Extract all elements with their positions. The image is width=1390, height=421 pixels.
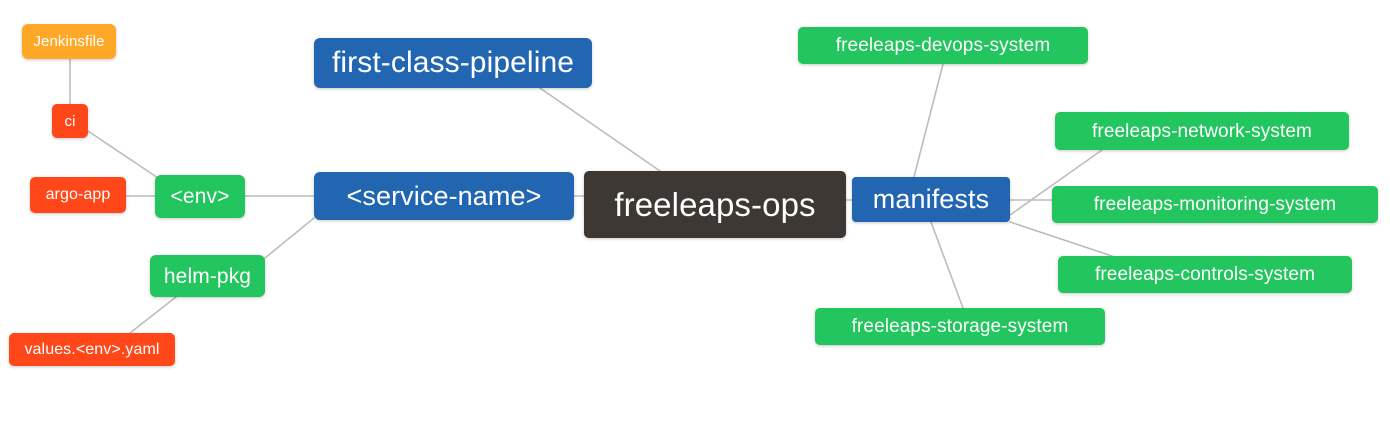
node-label-controls-system: freeleaps-controls-system <box>1094 264 1316 285</box>
edge-helm-pkg-to-values-yaml <box>129 296 177 334</box>
node-label-helm-pkg: helm-pkg <box>163 264 252 288</box>
node-label-env: <env> <box>170 185 230 208</box>
node-argo-app[interactable]: argo-app <box>30 177 126 213</box>
edge-manifests-to-devops-system <box>913 63 944 178</box>
node-label-freeleaps-ops: freeleaps-ops <box>614 186 816 223</box>
node-helm-pkg[interactable]: helm-pkg <box>150 255 265 297</box>
node-values-yaml[interactable]: values.<env>.yaml <box>9 333 175 366</box>
node-label-jenkinsfile: Jenkinsfile <box>33 33 105 50</box>
node-label-ci: ci <box>64 112 76 130</box>
node-label-values-yaml: values.<env>.yaml <box>24 340 160 358</box>
node-freeleaps-ops[interactable]: freeleaps-ops <box>584 171 846 238</box>
node-ci[interactable]: ci <box>52 104 88 138</box>
node-label-argo-app: argo-app <box>45 186 111 203</box>
node-devops-system[interactable]: freeleaps-devops-system <box>798 27 1088 64</box>
node-label-first-class-pipeline: first-class-pipeline <box>331 46 575 79</box>
node-first-class-pipeline[interactable]: first-class-pipeline <box>314 38 592 88</box>
node-monitoring-system[interactable]: freeleaps-monitoring-system <box>1052 186 1378 223</box>
node-label-storage-system: freeleaps-storage-system <box>851 316 1069 337</box>
node-storage-system[interactable]: freeleaps-storage-system <box>815 308 1105 345</box>
node-env[interactable]: <env> <box>155 175 245 218</box>
node-label-manifests: manifests <box>872 184 990 214</box>
edge-service-name-to-helm-pkg <box>264 217 315 259</box>
node-manifests[interactable]: manifests <box>852 177 1010 222</box>
edge-first-class-pipeline-to-freeleaps-ops <box>539 87 661 172</box>
node-label-service-name: <service-name> <box>346 180 542 211</box>
node-label-devops-system: freeleaps-devops-system <box>835 35 1051 56</box>
node-jenkinsfile[interactable]: Jenkinsfile <box>22 24 116 59</box>
edge-ci-to-env <box>87 130 159 179</box>
node-label-network-system: freeleaps-network-system <box>1092 120 1312 142</box>
node-label-monitoring-system: freeleaps-monitoring-system <box>1093 194 1337 215</box>
node-controls-system[interactable]: freeleaps-controls-system <box>1058 256 1352 293</box>
node-service-name[interactable]: <service-name> <box>314 172 574 220</box>
edge-manifests-to-storage-system <box>930 221 964 309</box>
edge-manifests-to-controls-system <box>1009 221 1113 257</box>
node-network-system[interactable]: freeleaps-network-system <box>1055 112 1349 150</box>
